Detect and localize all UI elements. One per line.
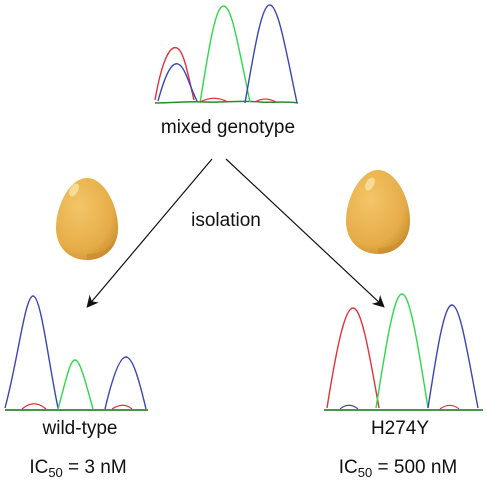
ic50-subscript: 50 [357,465,373,480]
chromatogram-mixed [154,4,299,104]
ic50-prefix: IC [338,457,358,478]
wild-type-ic50: IC50 = 3 nM [29,457,126,480]
isolation-label: isolation [191,210,261,231]
ic50-value: = 500 nM [372,457,458,478]
wild-type-label: wild-type [42,418,118,439]
egg-icon [56,178,118,260]
mixed-genotype-label: mixed genotype [160,117,296,138]
ic50-subscript: 50 [48,465,63,480]
arrow-to-h274y [225,158,385,308]
h274y-label: H274Y [370,418,430,439]
chromatogram-h274y [324,293,483,411]
arrow-to-wild-type [86,158,213,308]
ic50-prefix: IC [29,457,49,478]
ic50-value: = 3 nM [62,457,127,478]
egg-icon [346,170,410,254]
h274y-ic50: IC50 = 500 nM [339,457,458,480]
chromatogram-wild-type [4,295,148,411]
